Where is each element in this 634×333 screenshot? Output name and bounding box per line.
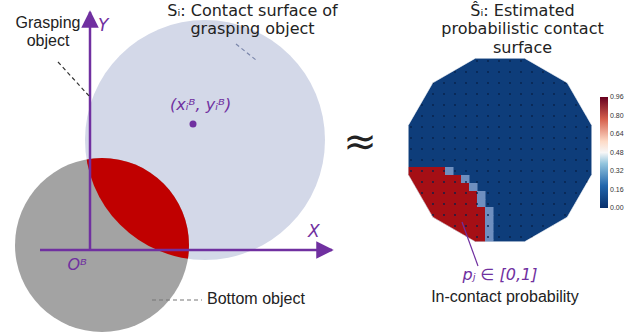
leader-line <box>152 299 202 300</box>
contact-region <box>15 158 189 332</box>
bottom-circle <box>15 158 189 332</box>
annotation-label: In-contact probability <box>410 288 600 306</box>
annotation-label: Sᵢ: Contact surface of grasping object <box>150 2 355 39</box>
tick-label: 0.96 <box>610 93 630 101</box>
leader-line <box>236 44 256 60</box>
annotation-label: (xᵢᴮ, yᵢᴮ) <box>170 96 260 114</box>
tick-label: 0.16 <box>610 186 630 194</box>
leader-line <box>462 222 478 266</box>
tick-label: 0.00 <box>610 204 630 212</box>
annotation-label: Grasping object <box>8 14 88 51</box>
colorbar <box>600 97 608 208</box>
annotation-label: Bottom object <box>207 290 317 308</box>
x-axis <box>40 249 332 252</box>
probability-heatmap <box>405 58 592 247</box>
tick-label: 0.32 <box>610 167 630 175</box>
annotation-label: Y <box>98 16 118 36</box>
tick-label: 0.80 <box>610 112 630 120</box>
annotation-label: pⱼ ∈ [0,1] <box>445 266 555 284</box>
y-axis <box>89 12 92 250</box>
annotation-label: Oᴮ <box>55 256 87 274</box>
annotation-label: X <box>308 222 328 242</box>
tick-label: 0.48 <box>610 149 630 157</box>
leader-line <box>58 62 90 97</box>
approx-symbol: ≈ <box>335 118 385 164</box>
annotation-label: Ŝᵢ: Estimated probabilistic contact surf… <box>420 2 625 57</box>
tick-label: 0.64 <box>610 130 630 138</box>
center-dot <box>190 121 197 128</box>
